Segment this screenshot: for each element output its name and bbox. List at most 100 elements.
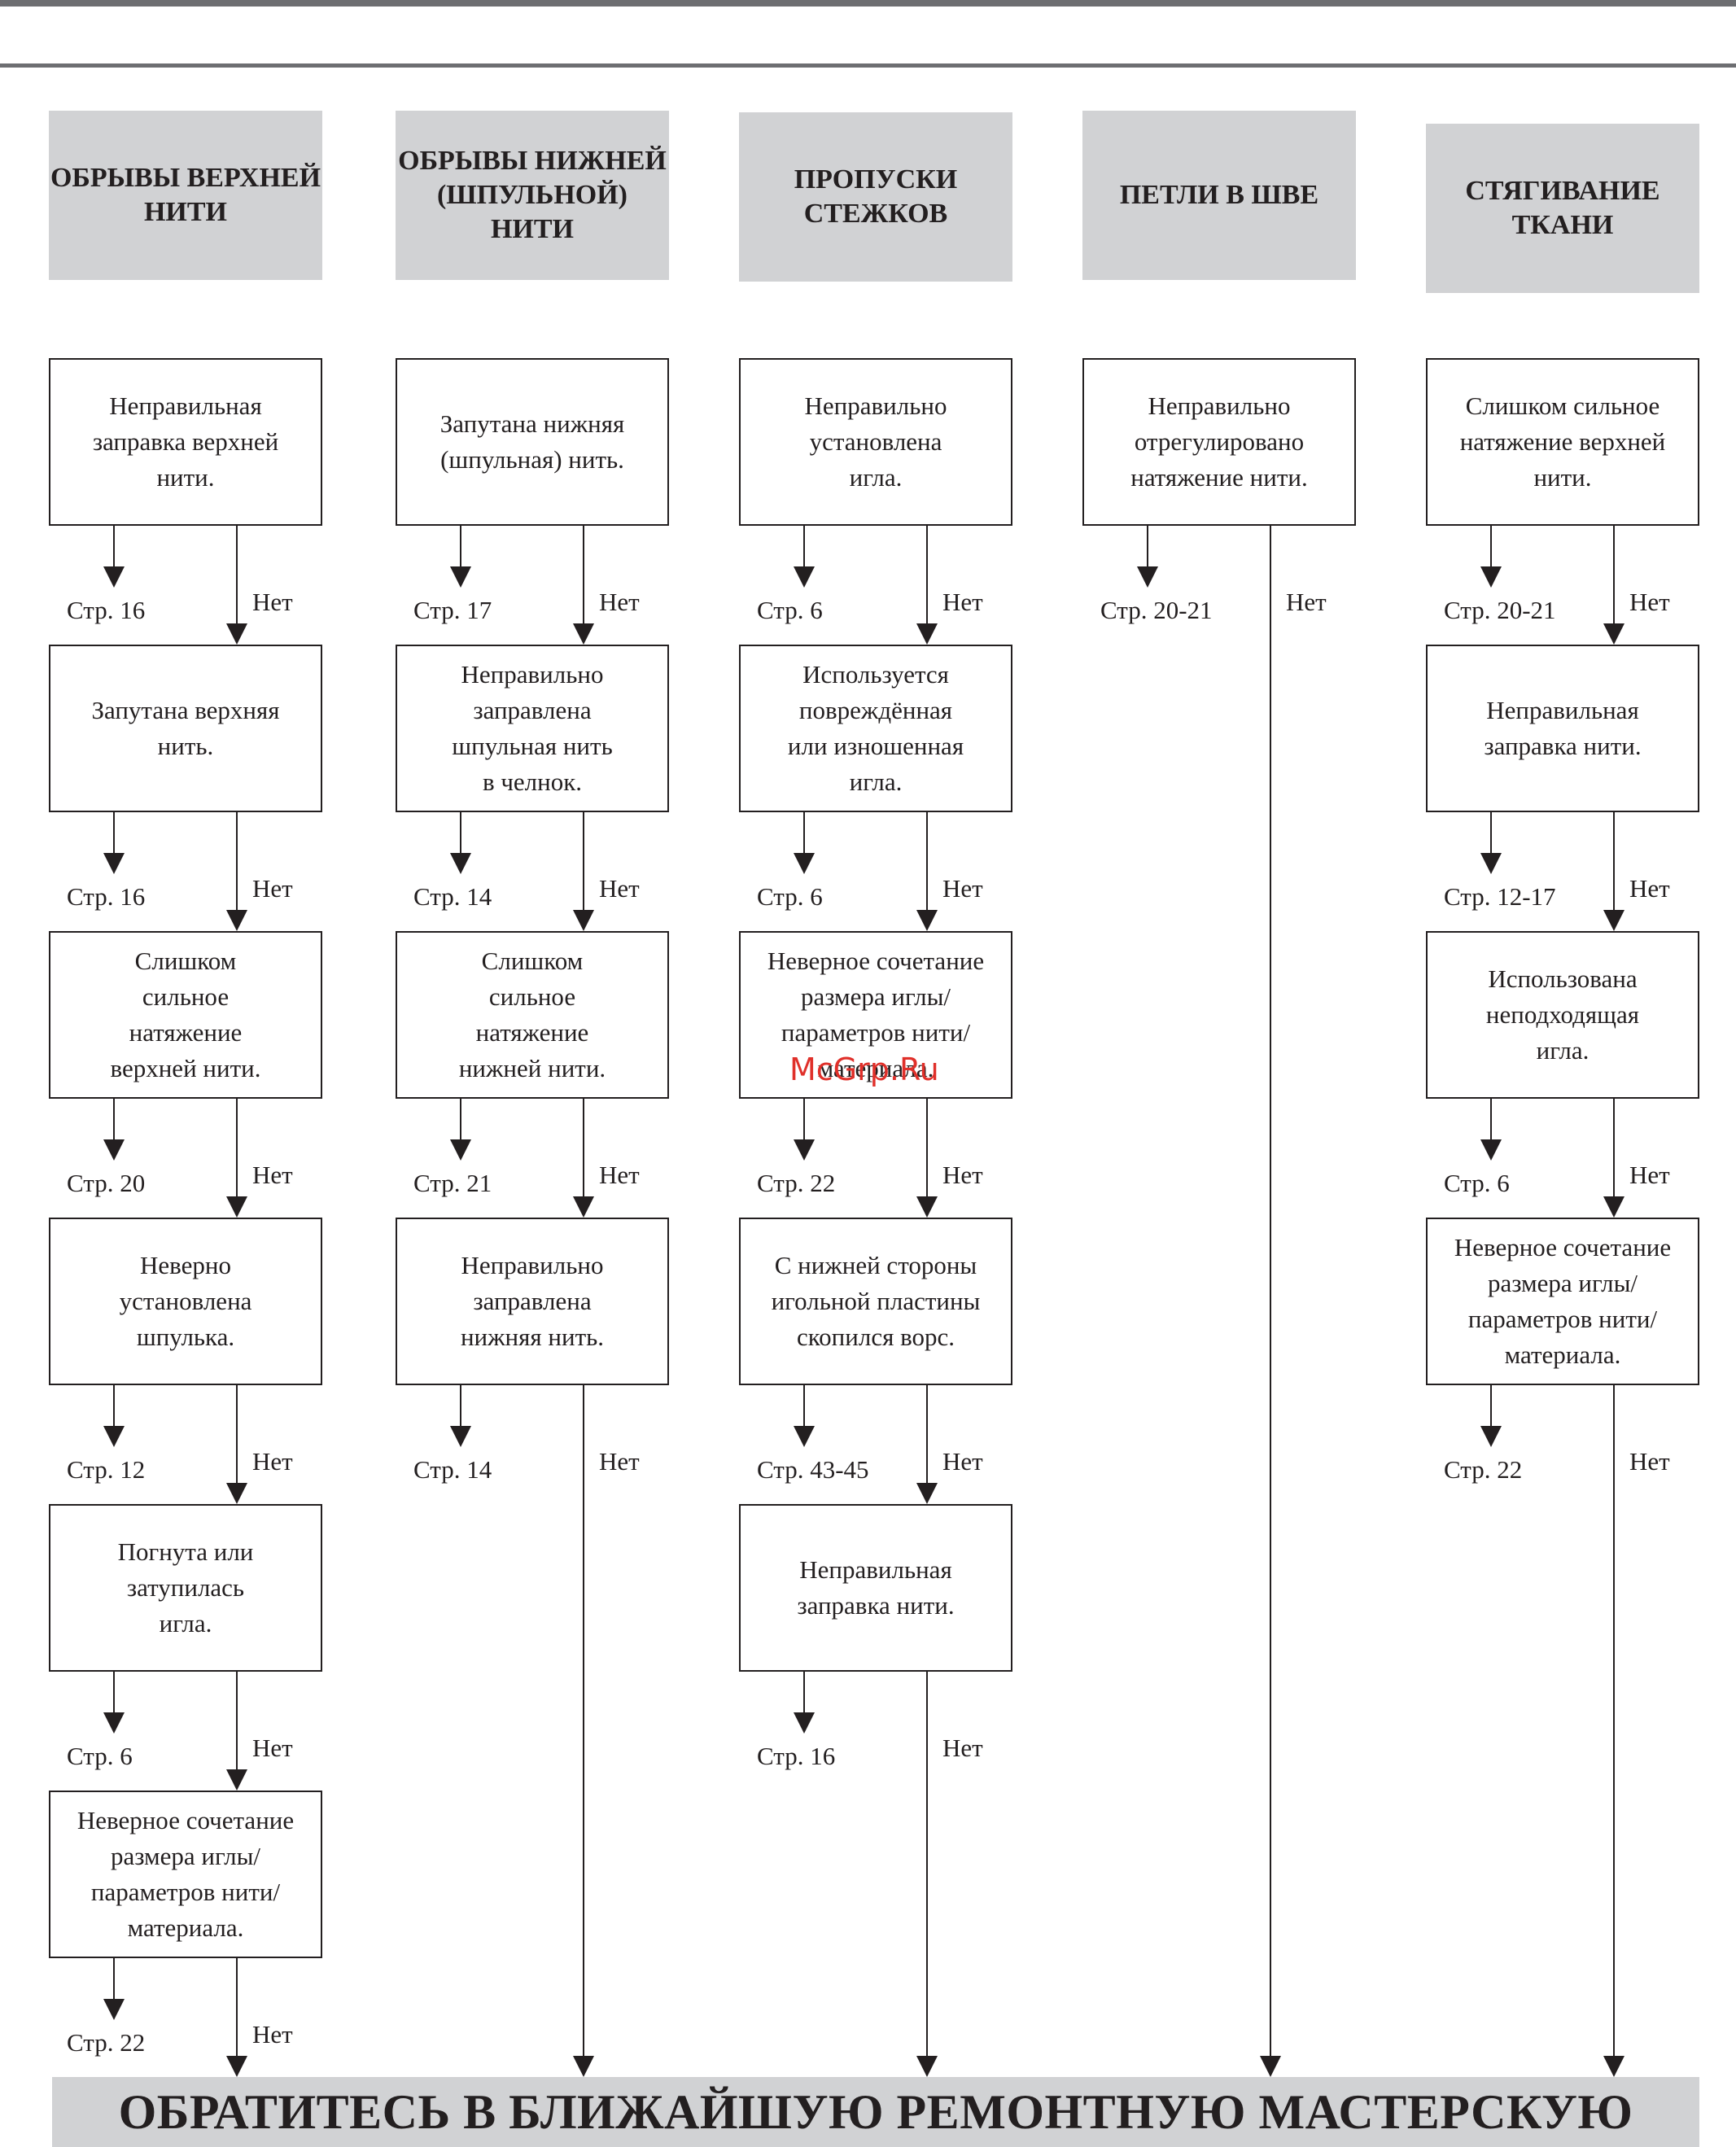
- cause-box: Запутана верхняя нить.: [49, 645, 322, 812]
- cause-box: Слишком сильное натяжение верхней нити.: [49, 931, 322, 1099]
- no-label: Нет: [1629, 1161, 1670, 1189]
- page-reference: Стр. 22: [1444, 1455, 1523, 1484]
- yes-connector: [113, 526, 115, 586]
- yes-arrowhead: [794, 1139, 815, 1161]
- no-label: Нет: [252, 1447, 293, 1476]
- yes-connector: [113, 1958, 115, 2018]
- no-connector: [926, 812, 928, 928]
- cause-box: Запутана нижняя (шпульная) нить.: [396, 358, 669, 526]
- yes-arrowhead: [450, 566, 471, 588]
- no-connector: [1613, 1099, 1615, 1214]
- no-label: Нет: [1629, 1447, 1670, 1476]
- yes-arrowhead: [1480, 566, 1502, 588]
- yes-arrowhead: [1480, 1139, 1502, 1161]
- yes-connector: [460, 812, 461, 872]
- no-arrowhead: [916, 2056, 938, 2077]
- yes-connector: [803, 1385, 805, 1445]
- cause-box: Неправильно заправлена шпульная нить в ч…: [396, 645, 669, 812]
- no-arrowhead: [226, 623, 247, 645]
- no-arrowhead: [916, 1483, 938, 1504]
- no-connector: [1613, 812, 1615, 928]
- cause-box: Неправильно отрегулировано натяжение нит…: [1082, 358, 1356, 526]
- yes-connector: [803, 1099, 805, 1159]
- yes-arrowhead: [794, 1426, 815, 1447]
- no-arrowhead: [226, 1769, 247, 1791]
- page-reference: Стр. 6: [67, 1742, 133, 1770]
- cause-box: Неверное сочетание размера иглы/ парамет…: [49, 1791, 322, 1958]
- no-arrowhead: [1603, 1196, 1624, 1218]
- yes-connector: [1490, 812, 1492, 872]
- cause-box: Неверно установлена шпулька.: [49, 1218, 322, 1385]
- yes-arrowhead: [103, 1139, 125, 1161]
- no-connector: [583, 1385, 584, 2074]
- no-connector: [926, 1672, 928, 2074]
- column-header: ПРОПУСКИ СТЕЖКОВ: [739, 112, 1012, 282]
- no-arrowhead: [226, 910, 247, 931]
- page-reference: Стр. 22: [757, 1169, 836, 1197]
- no-connector: [926, 1385, 928, 1501]
- page-reference: Стр. 6: [1444, 1169, 1510, 1197]
- cause-box: Слишком сильное натяжение верхней нити.: [1426, 358, 1699, 526]
- column-header: ОБРЫВЫ НИЖНЕЙ (ШПУЛЬНОЙ) НИТИ: [396, 111, 669, 280]
- yes-arrowhead: [103, 1999, 125, 2020]
- yes-connector: [1490, 1385, 1492, 1445]
- no-connector: [236, 1672, 238, 1787]
- no-connector: [236, 1385, 238, 1501]
- no-label: Нет: [252, 1161, 293, 1189]
- yes-connector: [1490, 1099, 1492, 1159]
- cause-box: Используется повреждённая или изношенная…: [739, 645, 1012, 812]
- cause-box: Использована неподходящая игла.: [1426, 931, 1699, 1099]
- cause-box: Неправильная заправка нити.: [1426, 645, 1699, 812]
- page-reference: Стр. 6: [757, 596, 823, 624]
- yes-arrowhead: [794, 1712, 815, 1734]
- yes-arrowhead: [450, 853, 471, 874]
- cause-box: Неверное сочетание размера иглы/ парамет…: [739, 931, 1012, 1099]
- no-arrowhead: [573, 623, 594, 645]
- no-arrowhead: [1603, 2056, 1624, 2077]
- cause-box: Неправильно заправлена нижняя нить.: [396, 1218, 669, 1385]
- no-arrowhead: [916, 623, 938, 645]
- page-reference: Стр. 14: [413, 882, 492, 911]
- no-label: Нет: [252, 1734, 293, 1762]
- yes-arrowhead: [450, 1426, 471, 1447]
- no-connector: [236, 1958, 238, 2074]
- column-header: СТЯГИВАНИЕ ТКАНИ: [1426, 124, 1699, 293]
- no-arrowhead: [573, 1196, 594, 1218]
- no-label: Нет: [599, 1161, 640, 1189]
- yes-arrowhead: [103, 566, 125, 588]
- cause-box: Неверное сочетание размера иглы/ парамет…: [1426, 1218, 1699, 1385]
- header-rule: [0, 63, 1736, 68]
- yes-connector: [460, 1385, 461, 1445]
- no-connector: [583, 1099, 584, 1214]
- yes-connector: [113, 1099, 115, 1159]
- cause-box: Неправильная заправка нити.: [739, 1504, 1012, 1672]
- yes-connector: [1147, 526, 1148, 586]
- page-reference: Стр. 12-17: [1444, 882, 1556, 911]
- no-connector: [1613, 1385, 1615, 2074]
- yes-arrowhead: [103, 1712, 125, 1734]
- top-rule: [0, 0, 1736, 7]
- no-arrowhead: [226, 2056, 247, 2077]
- page-reference: Стр. 16: [67, 882, 146, 911]
- cause-box: Неправильная заправка верхней нити.: [49, 358, 322, 526]
- no-arrowhead: [573, 2056, 594, 2077]
- no-arrowhead: [1603, 623, 1624, 645]
- watermark: McGrp.Ru: [789, 1052, 939, 1087]
- no-label: Нет: [942, 1734, 983, 1762]
- no-arrowhead: [573, 910, 594, 931]
- no-connector: [926, 1099, 928, 1214]
- no-label: Нет: [942, 874, 983, 903]
- no-connector: [1613, 526, 1615, 641]
- yes-arrowhead: [794, 566, 815, 588]
- no-label: Нет: [942, 1447, 983, 1476]
- no-arrowhead: [1260, 2056, 1281, 2077]
- no-arrowhead: [226, 1483, 247, 1504]
- no-connector: [236, 526, 238, 641]
- yes-arrowhead: [103, 853, 125, 874]
- page-reference: Стр. 22: [67, 2028, 146, 2057]
- yes-arrowhead: [450, 1139, 471, 1161]
- page-reference: Стр. 20-21: [1444, 596, 1556, 624]
- no-label: Нет: [1286, 588, 1327, 616]
- no-label: Нет: [252, 2020, 293, 2049]
- cause-box: С нижней стороны игольной пластины скопи…: [739, 1218, 1012, 1385]
